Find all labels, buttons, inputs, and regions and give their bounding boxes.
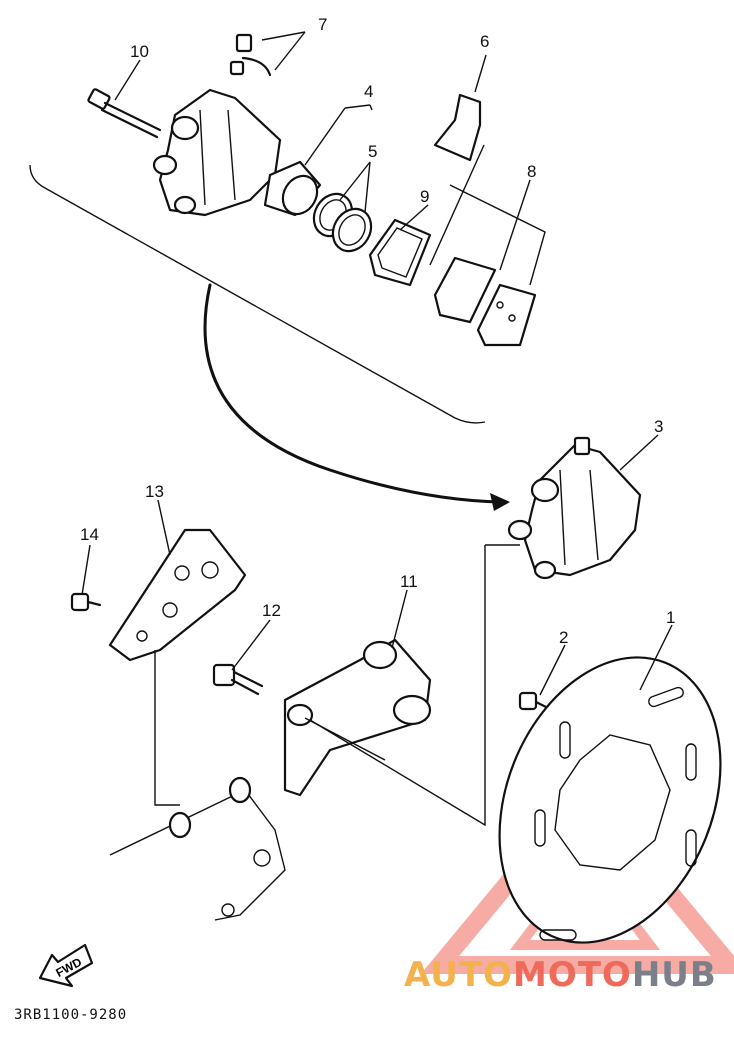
callout-12: 12 <box>262 601 281 620</box>
callout-13: 13 <box>145 482 164 501</box>
watermark-part-auto: AUTO <box>404 955 513 995</box>
diagram-code-label: 3RB1100-9280 <box>14 1007 128 1023</box>
callout-14: 14 <box>80 525 99 544</box>
callout-2: 2 <box>559 628 568 647</box>
forward-arrow: FWD <box>38 943 94 988</box>
watermark-part-moto: MOTO <box>512 955 632 995</box>
callout-6: 6 <box>480 32 489 51</box>
piston-4 <box>263 160 322 217</box>
assembly-lines <box>154 544 520 827</box>
callout-1: 1 <box>666 608 675 627</box>
brake-disc-1 <box>498 656 722 944</box>
caliper-bolt-10 <box>87 88 162 139</box>
callout-5: 5 <box>368 142 377 161</box>
caliper-body <box>152 88 282 217</box>
callout-8: 8 <box>527 162 536 181</box>
bleed-screw-7 <box>229 33 272 77</box>
pad-shim-9 <box>368 218 432 287</box>
seals-5 <box>312 192 373 253</box>
bolt-14 <box>70 592 102 612</box>
watermark-logo: AUTOMOTOHUB <box>404 955 717 995</box>
callout-10: 10 <box>130 42 149 61</box>
watermark-part-hub: HUB <box>631 955 717 995</box>
callout-4: 4 <box>364 82 373 101</box>
disc-guard-13 <box>108 528 247 662</box>
caliper-bracket-11 <box>283 638 432 797</box>
brake-pads-8 <box>433 256 537 347</box>
disc-bolt-2 <box>518 691 554 712</box>
callout-11: 11 <box>400 572 418 591</box>
callout-leaders <box>81 31 673 696</box>
caliper-assembly-3 <box>507 436 642 580</box>
callout-3: 3 <box>654 417 663 436</box>
callout-9: 9 <box>420 187 429 206</box>
bolt-12 <box>212 663 264 696</box>
swingarm-outline <box>109 776 286 921</box>
pad-spring-6 <box>433 93 482 162</box>
callout-7: 7 <box>318 15 327 34</box>
assembly-arrow <box>203 283 510 511</box>
exploded-view-boundary <box>29 164 486 424</box>
